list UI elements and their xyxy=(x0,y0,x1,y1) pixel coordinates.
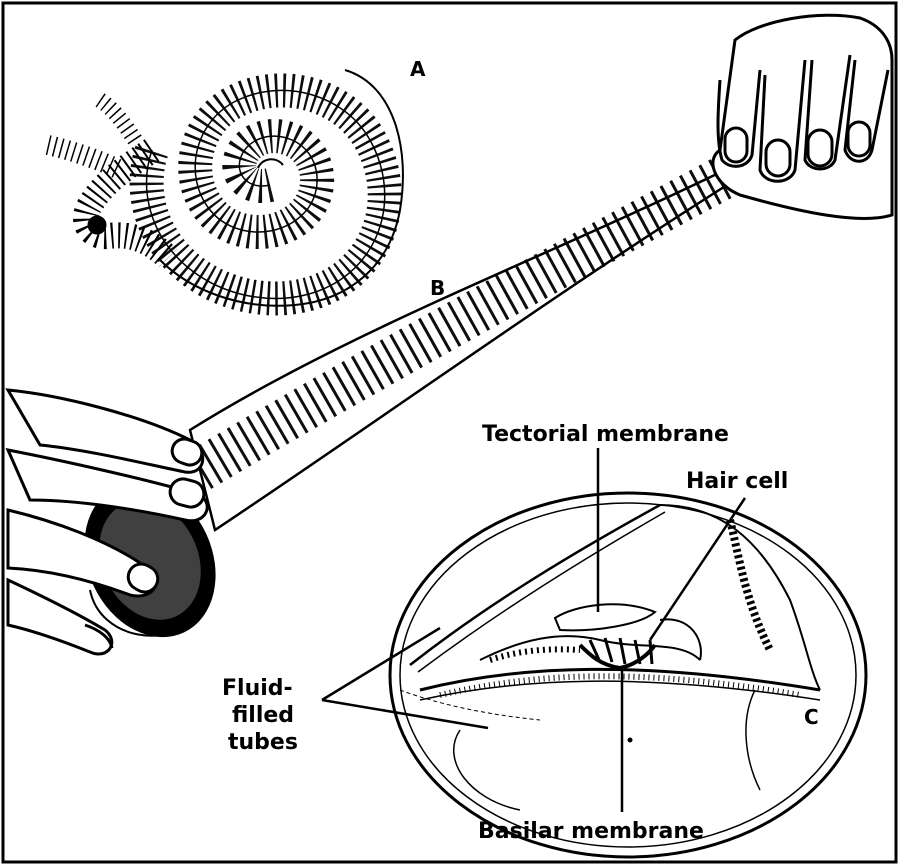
label-tectorial-membrane: Tectorial membrane xyxy=(482,422,729,447)
leader-lines xyxy=(322,448,745,812)
hair-cell-leader xyxy=(650,498,745,640)
cross-section xyxy=(390,493,866,857)
label-fluid-line-3: tubes xyxy=(228,730,298,755)
label-basilar-membrane: Basilar membrane xyxy=(478,819,704,844)
coiled-cochlea xyxy=(48,70,403,306)
right-hand xyxy=(713,15,892,218)
label-fluid-line-1: Fluid- xyxy=(222,676,293,701)
label-hair-cell: Hair cell xyxy=(686,469,788,494)
uncoiled-cochlea xyxy=(60,170,735,659)
label-fluid-line-2: filled xyxy=(232,703,294,728)
label-c: C xyxy=(804,705,819,729)
fluid-leader-lower xyxy=(322,700,488,728)
tectorial-membrane-shape xyxy=(555,604,655,630)
label-b: B xyxy=(430,276,445,300)
label-a: A xyxy=(410,57,426,81)
cross-section-outline xyxy=(390,493,866,857)
